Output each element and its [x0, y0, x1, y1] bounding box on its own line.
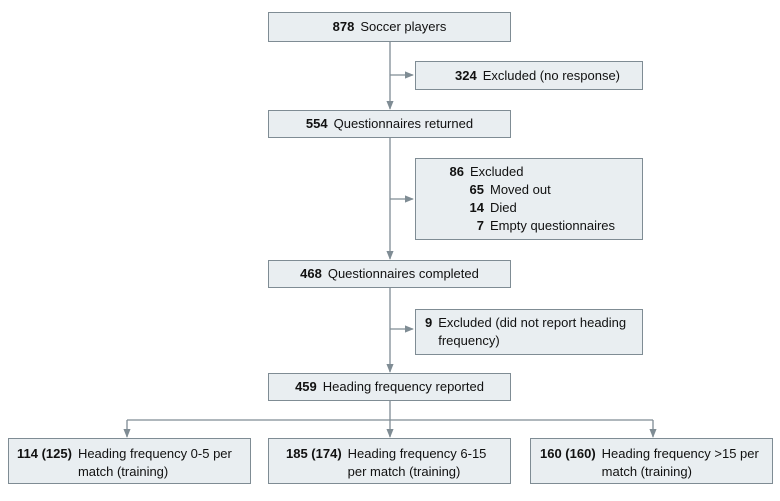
box-heading-frequency-reported: 459 Heading frequency reported: [268, 373, 511, 401]
box-label: Heading frequency reported: [322, 379, 484, 394]
box-number: 114 (125): [17, 446, 72, 461]
item-label: Died: [490, 200, 517, 215]
box-excluded-86: 86 Excluded 65 Moved out 14 Died 7 Empty…: [415, 158, 643, 240]
item-label: Empty questionnaires: [490, 218, 616, 233]
box-label: Heading frequency >15 per match (trainin…: [601, 446, 759, 479]
box-label: Soccer players: [360, 19, 447, 34]
box-number: 185 (174): [286, 446, 342, 461]
box-number: 160 (160): [540, 446, 596, 461]
box-heading-low: 114 (125) Heading frequency 0-5 per matc…: [8, 438, 251, 484]
box-label: Questionnaires returned: [333, 116, 474, 131]
item-number: 7: [476, 218, 484, 233]
excluded-item: 14 Died: [416, 199, 642, 217]
box-heading-mid: 185 (174) Heading frequency 6-15 per mat…: [268, 438, 511, 484]
box-soccer-players: 878 Soccer players: [268, 12, 511, 42]
item-number: 65: [469, 182, 484, 197]
excluded-total-line: 86 Excluded: [416, 163, 642, 181]
item-number: 14: [469, 200, 484, 215]
box-excluded-no-response: 324 Excluded (no response): [415, 61, 643, 90]
box-excluded-9: 9 Excluded (did not report heading frequ…: [415, 309, 643, 355]
box-number: 468: [300, 266, 322, 281]
box-label: Excluded (did not report heading frequen…: [438, 315, 627, 348]
box-label: Excluded: [470, 164, 524, 179]
box-number: 554: [305, 116, 328, 131]
box-number: 878: [332, 19, 355, 34]
excluded-item: 65 Moved out: [416, 181, 642, 199]
box-label: Heading frequency 0-5 per match (trainin…: [77, 446, 232, 479]
box-questionnaires-returned: 554 Questionnaires returned: [268, 110, 511, 138]
box-number: 9: [425, 315, 433, 330]
excluded-item: 7 Empty questionnaires: [416, 217, 642, 235]
item-label: Moved out: [490, 182, 551, 197]
box-label: Excluded (no response): [482, 67, 621, 83]
box-number: 324: [455, 67, 477, 83]
box-questionnaires-completed: 468 Questionnaires completed: [268, 260, 511, 288]
box-heading-high: 160 (160) Heading frequency >15 per matc…: [530, 438, 773, 484]
box-label: Heading frequency 6-15 per match (traini…: [347, 446, 487, 479]
box-label: Questionnaires completed: [327, 266, 479, 281]
box-number: 459: [295, 379, 317, 394]
box-number: 86: [449, 164, 464, 179]
